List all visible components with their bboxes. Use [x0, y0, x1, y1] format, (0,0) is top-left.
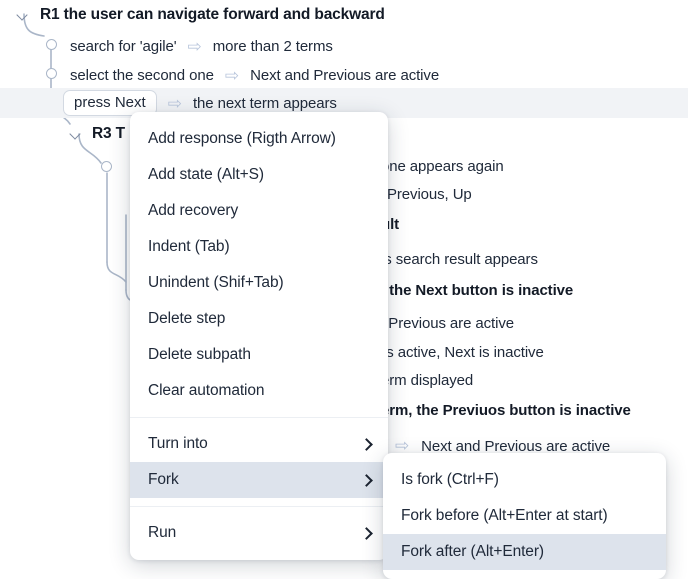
menu-item-label: Unindent (Shif+Tab) — [148, 274, 284, 291]
fork-submenu[interactable]: Is fork (Ctrl+F) Fork before (Alt+Enter … — [383, 453, 666, 579]
submenu-item-is-fork[interactable]: Is fork (Ctrl+F) — [383, 462, 666, 498]
menu-item-fork[interactable]: Fork — [130, 462, 388, 498]
arrow-right-icon: ⇨ — [187, 36, 202, 56]
menu-item-add-recovery[interactable]: Add recovery — [130, 193, 388, 229]
rule-title-r3: R3 T — [92, 125, 125, 142]
menu-item-label: Add state (Alt+S) — [148, 166, 264, 183]
tree-node[interactable] — [46, 39, 57, 50]
step-action[interactable]: search for 'agile' — [70, 37, 177, 55]
occluded-text: erm, the Previuos button is inactive — [381, 402, 631, 419]
step-row-3-active[interactable]: press Next ⇨ the next term appears — [0, 88, 688, 118]
menu-item-turn-into[interactable]: Turn into — [130, 426, 388, 462]
menu-item-add-response[interactable]: Add response (Rigth Arrow) — [130, 121, 388, 157]
submenu-item-fork-before[interactable]: Fork before (Alt+Enter at start) — [383, 498, 666, 534]
occluded-text: is search result appears — [381, 251, 538, 268]
menu-item-unindent[interactable]: Unindent (Shif+Tab) — [130, 265, 388, 301]
step-action[interactable]: select the second one — [70, 66, 214, 84]
menu-item-label: Turn into — [148, 435, 208, 452]
menu-divider — [130, 506, 388, 507]
menu-item-delete-subpath[interactable]: Delete subpath — [130, 337, 388, 373]
menu-item-label: Clear automation — [148, 382, 265, 399]
menu-item-label: Delete subpath — [148, 346, 251, 363]
occluded-text: one appears again — [381, 158, 504, 175]
occluded-text: erm displayed — [381, 372, 474, 389]
rule-row-r1[interactable]: R1 the user can navigate forward and bac… — [0, 0, 688, 30]
tree-node[interactable] — [46, 68, 57, 79]
menu-item-run[interactable]: Run — [130, 515, 388, 551]
menu-item-delete-step[interactable]: Delete step — [130, 301, 388, 337]
menu-item-label: Add recovery — [148, 202, 239, 219]
menu-item-label: Indent (Tab) — [148, 238, 230, 255]
menu-item-clear-automation[interactable]: Clear automation — [130, 373, 388, 409]
chevron-right-icon — [362, 439, 372, 449]
chevron-right-icon — [362, 475, 372, 485]
menu-divider — [130, 417, 388, 418]
rule-title-r1: R1 the user can navigate forward and bac… — [40, 6, 385, 23]
step-result[interactable]: more than 2 terms — [212, 37, 333, 55]
submenu-item-label: Fork before (Alt+Enter at start) — [401, 507, 608, 524]
arrow-right-icon: ⇨ — [395, 436, 410, 455]
rule-row-r3[interactable]: R3 T — [0, 119, 688, 149]
chevron-right-icon — [362, 528, 372, 538]
arrow-right-icon: ⇨ — [167, 93, 182, 113]
menu-item-add-state[interactable]: Add state (Alt+S) — [130, 157, 388, 193]
arrow-right-icon: ⇨ — [224, 65, 240, 85]
occluded-text: l Previous are active — [381, 315, 514, 332]
submenu-item-fork-after[interactable]: Fork after (Alt+Enter) — [383, 534, 666, 570]
menu-item-label: Delete step — [148, 310, 226, 327]
menu-item-indent[interactable]: Indent (Tab) — [130, 229, 388, 265]
submenu-item-label: Is fork (Ctrl+F) — [401, 471, 499, 488]
chevron-down-icon[interactable] — [16, 8, 30, 22]
step-result[interactable]: Next and Previous are active — [250, 66, 440, 84]
occluded-text: , the Next button is inactive — [381, 282, 574, 299]
context-menu[interactable]: Add response (Rigth Arrow) Add state (Al… — [130, 112, 388, 560]
occluded-text: Next and Previous are active — [421, 438, 611, 455]
menu-item-label: Add response (Rigth Arrow) — [148, 130, 336, 147]
occluded-text: is active, Next is inactive — [383, 344, 544, 361]
occluded-text: Previous, Up — [387, 186, 472, 203]
step-row-2[interactable]: select the second one ⇨ Next and Previou… — [0, 60, 688, 90]
step-action-input[interactable]: press Next — [63, 90, 157, 116]
chevron-down-icon[interactable] — [69, 127, 83, 141]
tree-node[interactable] — [101, 161, 112, 172]
step-row-1[interactable]: search for 'agile' ⇨ more than 2 terms — [0, 31, 688, 61]
menu-item-label: Fork — [148, 471, 179, 488]
submenu-item-label: Fork after (Alt+Enter) — [401, 543, 544, 560]
occluded-text-row: ⇨ Next and Previous are active — [395, 437, 610, 455]
menu-item-label: Run — [148, 524, 177, 541]
step-result[interactable]: the next term appears — [192, 94, 337, 112]
